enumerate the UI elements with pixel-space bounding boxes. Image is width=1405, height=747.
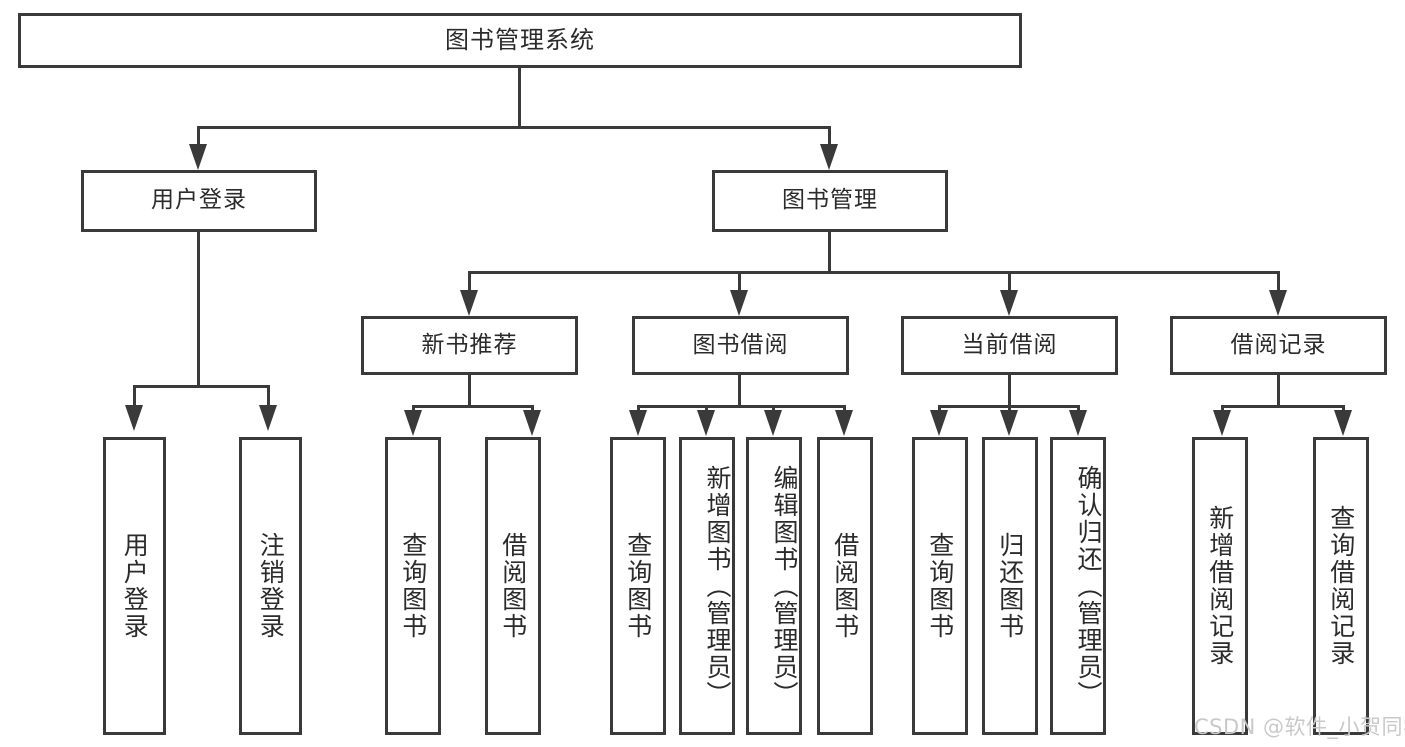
node-label: 用户登录: [120, 532, 150, 640]
leaf-add-borrow-record[interactable]: 新增借阅记录: [1192, 437, 1248, 735]
node-label: 归还图书: [995, 532, 1025, 640]
edge-root-bus: [197, 126, 831, 129]
leaf-edit-book-admin[interactable]: 编辑图书（管理员）: [746, 437, 802, 735]
arrowhead-br-to-query-record: [1334, 410, 1352, 436]
arrowhead-bm-to-new-book-recommend: [460, 290, 478, 316]
arrowhead-nbr-to-borrow-book: [523, 410, 541, 436]
arrowhead-cb-to-confirm-return: [1069, 410, 1087, 436]
node-label: 确认归还（管理员）: [1074, 464, 1103, 708]
edge-new-book-recommend-bus: [412, 405, 534, 408]
arrowhead-bb-to-query-book: [629, 410, 647, 436]
arrowhead-cb-to-return-book: [1000, 410, 1018, 436]
leaf-confirm-return-admin[interactable]: 确认归还（管理员）: [1050, 437, 1106, 735]
arrowhead-cb-to-query-book: [930, 410, 948, 436]
node-label: 查询借阅记录: [1326, 505, 1356, 667]
node-label: 查询图书: [925, 532, 955, 640]
node-label: 新增图书（管理员）: [703, 464, 732, 708]
node-label: 编辑图书（管理员）: [770, 464, 799, 708]
arrowhead-user-login-to-leaf-user-login: [125, 405, 143, 431]
edge-root-to-book-management: [828, 126, 831, 148]
node-label: 图书借阅: [692, 331, 789, 358]
arrowhead-root-to-book-management: [820, 144, 838, 170]
leaf-return-book[interactable]: 归还图书: [982, 437, 1038, 735]
node-book-management-system[interactable]: 图书管理系统: [18, 13, 1022, 68]
arrowhead-bm-to-book-borrow: [730, 290, 748, 316]
edge-bm-to-borrow-record: [1277, 271, 1280, 293]
edge-bm-to-current-borrow: [1008, 271, 1011, 293]
arrowhead-bb-to-borrow-book: [835, 410, 853, 436]
edge-user-login-to-leaf-logout: [267, 385, 270, 407]
arrowhead-bm-to-borrow-record: [1269, 290, 1287, 316]
leaf-borrow-book-1[interactable]: 借阅图书: [485, 437, 541, 735]
arrowhead-root-to-user-login: [189, 144, 207, 170]
leaf-query-book-1[interactable]: 查询图书: [385, 437, 441, 735]
edge-user-login-to-leaf-user-login: [133, 385, 136, 407]
node-label: 查询图书: [623, 532, 653, 640]
node-label: 借阅图书: [830, 532, 860, 640]
node-book-management[interactable]: 图书管理: [712, 170, 948, 232]
arrowhead-bb-to-add-book: [697, 410, 715, 436]
leaf-borrow-book-2[interactable]: 借阅图书: [817, 437, 873, 735]
leaf-logout-login[interactable]: 注销登录: [239, 437, 302, 735]
node-new-book-recommend[interactable]: 新书推荐: [361, 316, 578, 375]
node-label: 注销登录: [256, 532, 286, 640]
node-label: 新书推荐: [421, 331, 518, 358]
edge-user-login-stem: [197, 232, 200, 385]
leaf-query-borrow-record[interactable]: 查询借阅记录: [1313, 437, 1369, 735]
edge-root-stem: [518, 68, 521, 126]
leaf-query-book-2[interactable]: 查询图书: [610, 437, 666, 735]
arrowhead-bb-to-edit-book: [764, 410, 782, 436]
watermark-text: CSDN @软件_小贺同学: [1194, 715, 1405, 739]
node-label: 用户登录: [151, 187, 247, 214]
edge-current-borrow-stem: [1008, 375, 1011, 405]
node-label: 借阅记录: [1230, 331, 1327, 358]
node-borrow-record[interactable]: 借阅记录: [1170, 316, 1387, 375]
node-book-borrow[interactable]: 图书借阅: [632, 316, 849, 375]
edge-bm-to-new-book-recommend: [468, 271, 471, 293]
edge-new-book-recommend-stem: [468, 375, 471, 405]
edge-root-to-user-login: [197, 126, 200, 148]
edge-user-login-bus: [133, 385, 270, 388]
edge-book-management-stem: [828, 232, 831, 271]
edge-borrow-record-stem: [1277, 375, 1280, 405]
arrowhead-user-login-to-leaf-logout: [259, 405, 277, 431]
node-label: 图书管理: [782, 187, 878, 214]
node-label: 当前借阅: [961, 331, 1058, 358]
leaf-query-book-3[interactable]: 查询图书: [912, 437, 968, 735]
arrowhead-bm-to-current-borrow: [1000, 290, 1018, 316]
node-label: 查询图书: [398, 532, 428, 640]
edge-book-borrow-stem: [738, 375, 741, 405]
edge-bm-to-book-borrow: [738, 271, 741, 293]
leaf-user-login[interactable]: 用户登录: [103, 437, 166, 735]
edge-book-management-bus: [468, 271, 1280, 274]
arrowhead-nbr-to-query-book: [404, 410, 422, 436]
node-label: 借阅图书: [498, 532, 528, 640]
leaf-add-book-admin[interactable]: 新增图书（管理员）: [679, 437, 735, 735]
arrowhead-br-to-add-record: [1213, 410, 1231, 436]
node-label: 图书管理系统: [445, 26, 595, 55]
edge-borrow-record-bus: [1221, 405, 1345, 408]
node-label: 新增借阅记录: [1205, 505, 1235, 667]
node-current-borrow[interactable]: 当前借阅: [901, 316, 1118, 375]
edge-book-borrow-bus: [637, 405, 846, 408]
node-user-login[interactable]: 用户登录: [81, 170, 317, 232]
